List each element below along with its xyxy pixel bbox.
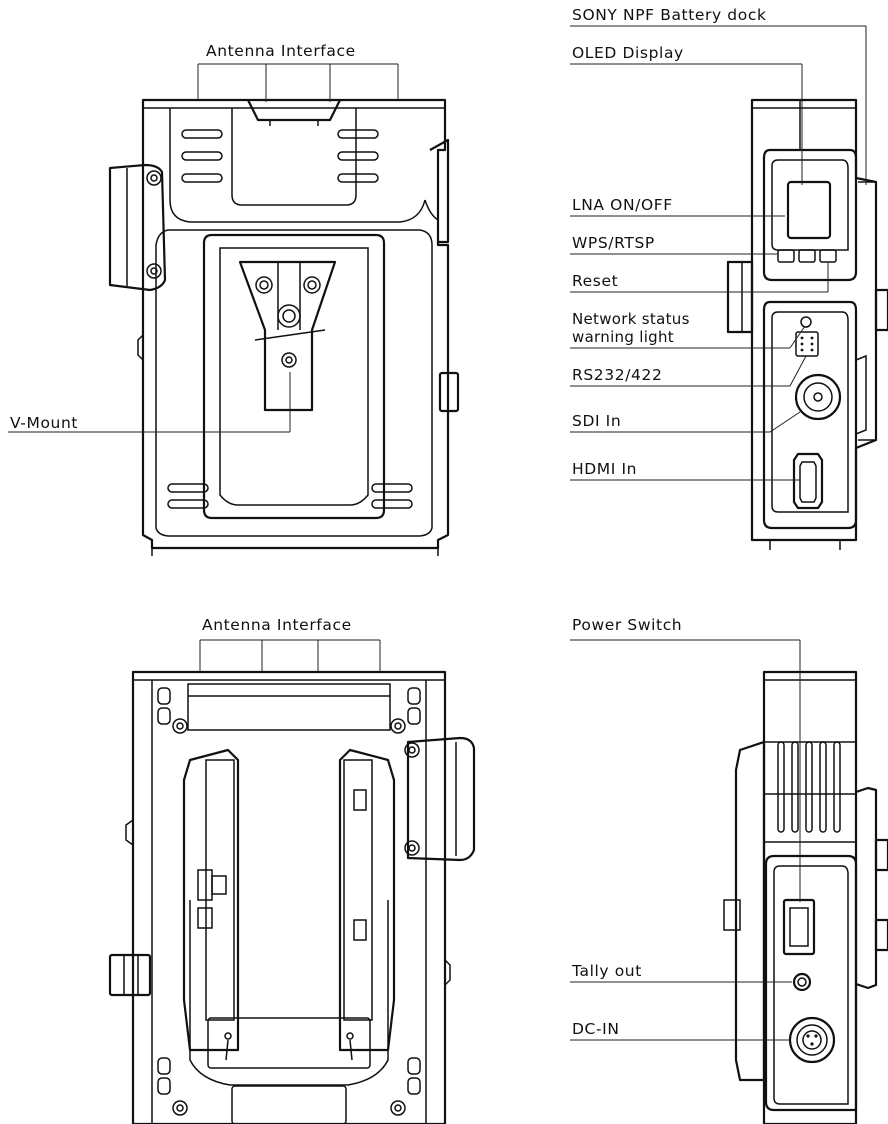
label-oled-display: OLED Display: [572, 44, 684, 62]
label-v-mount: V-Mount: [10, 414, 78, 432]
label-hdmi-in: HDMI In: [572, 460, 637, 478]
other-side-leaders: [570, 639, 801, 1041]
label-antenna-interface-bottom: Antenna Interface: [202, 616, 352, 634]
label-power-switch: Power Switch: [572, 616, 682, 634]
label-rs232-422: RS232/422: [572, 366, 662, 384]
label-network-status-line2: warning light: [572, 328, 674, 346]
label-dc-in: DC-IN: [572, 1020, 620, 1038]
label-wps-rtsp: WPS/RTSP: [572, 234, 655, 252]
label-sdi-in: SDI In: [572, 412, 621, 430]
label-sony-npf-battery-dock: SONY NPF Battery dock: [572, 6, 767, 24]
label-reset: Reset: [572, 272, 618, 290]
rear-view-leaders: [199, 639, 381, 672]
label-lna-on-off: LNA ON/OFF: [572, 196, 673, 214]
other-side-view-device: [723, 670, 888, 1124]
label-antenna-interface-top: Antenna Interface: [206, 42, 356, 60]
side-view-device: [726, 98, 888, 550]
label-tally-out: Tally out: [571, 962, 642, 980]
front-view-leaders: [8, 63, 399, 433]
front-view-device: [108, 98, 460, 556]
rear-view-device: [108, 670, 476, 1124]
label-network-status-line1: Network status: [572, 310, 690, 328]
side-view-leaders: [570, 25, 867, 481]
